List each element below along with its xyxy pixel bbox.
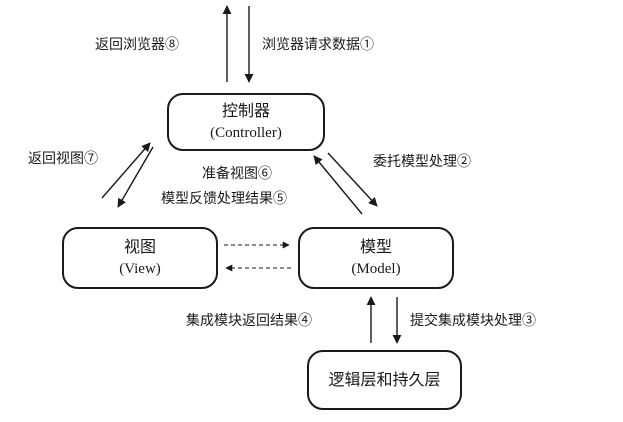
model-title: 模型 — [359, 237, 392, 256]
model-box: 模型 (Model) — [298, 227, 454, 289]
controller-box: 控制器 (Controller) — [167, 93, 325, 151]
label-browser-request: 浏览器请求数据① — [262, 37, 374, 53]
controller-subtitle: (Controller) — [210, 125, 282, 141]
controller-title: 控制器 — [221, 101, 270, 120]
arrow-model-feedback — [313, 155, 363, 215]
label-return-browser: 返回浏览器⑧ — [95, 37, 179, 53]
label-prepare-view: 准备视图⑥ — [202, 166, 272, 182]
view-box: 视图 (View) — [62, 227, 218, 289]
view-subtitle: (View) — [119, 261, 161, 277]
label-model-feedback: 模型反馈处理结果⑤ — [161, 191, 287, 207]
label-return-view: 返回视图⑦ — [28, 151, 98, 167]
arrow-delegate-model — [327, 152, 378, 207]
logic-layer-box: 逻辑层和持久层 — [307, 350, 462, 410]
model-subtitle: (Model) — [351, 261, 401, 277]
view-title: 视图 — [123, 237, 156, 256]
logic-layer-title: 逻辑层和持久层 — [328, 370, 441, 389]
arrow-return-view — [117, 146, 154, 208]
arrow-prepare-view — [101, 142, 151, 199]
label-integrate-return: 集成模块返回结果④ — [186, 313, 312, 329]
label-submit-integrate: 提交集成模块处理③ — [410, 313, 536, 329]
label-delegate-model: 委托模型处理② — [373, 154, 471, 170]
